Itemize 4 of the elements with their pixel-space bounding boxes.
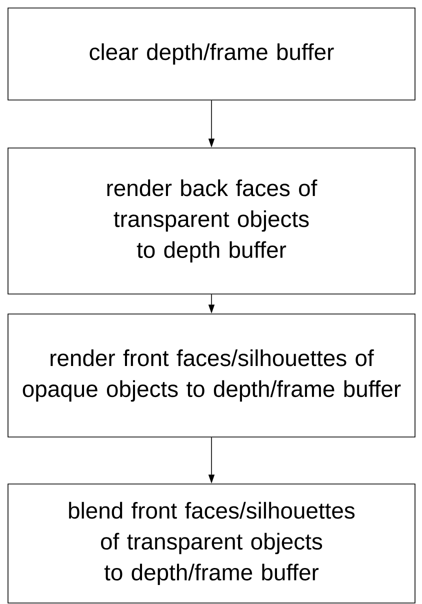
process-box: render back faces of transparent objects to depth buffer — [8, 148, 416, 294]
process-box: render front faces/silhouettes of opaque objects to depth/frame buffer — [8, 314, 416, 438]
process-box: clear depth/frame buffer — [8, 8, 416, 100]
process-box: blend front faces/silhouettes of transparent objects to depth/frame buffer — [8, 484, 416, 604]
